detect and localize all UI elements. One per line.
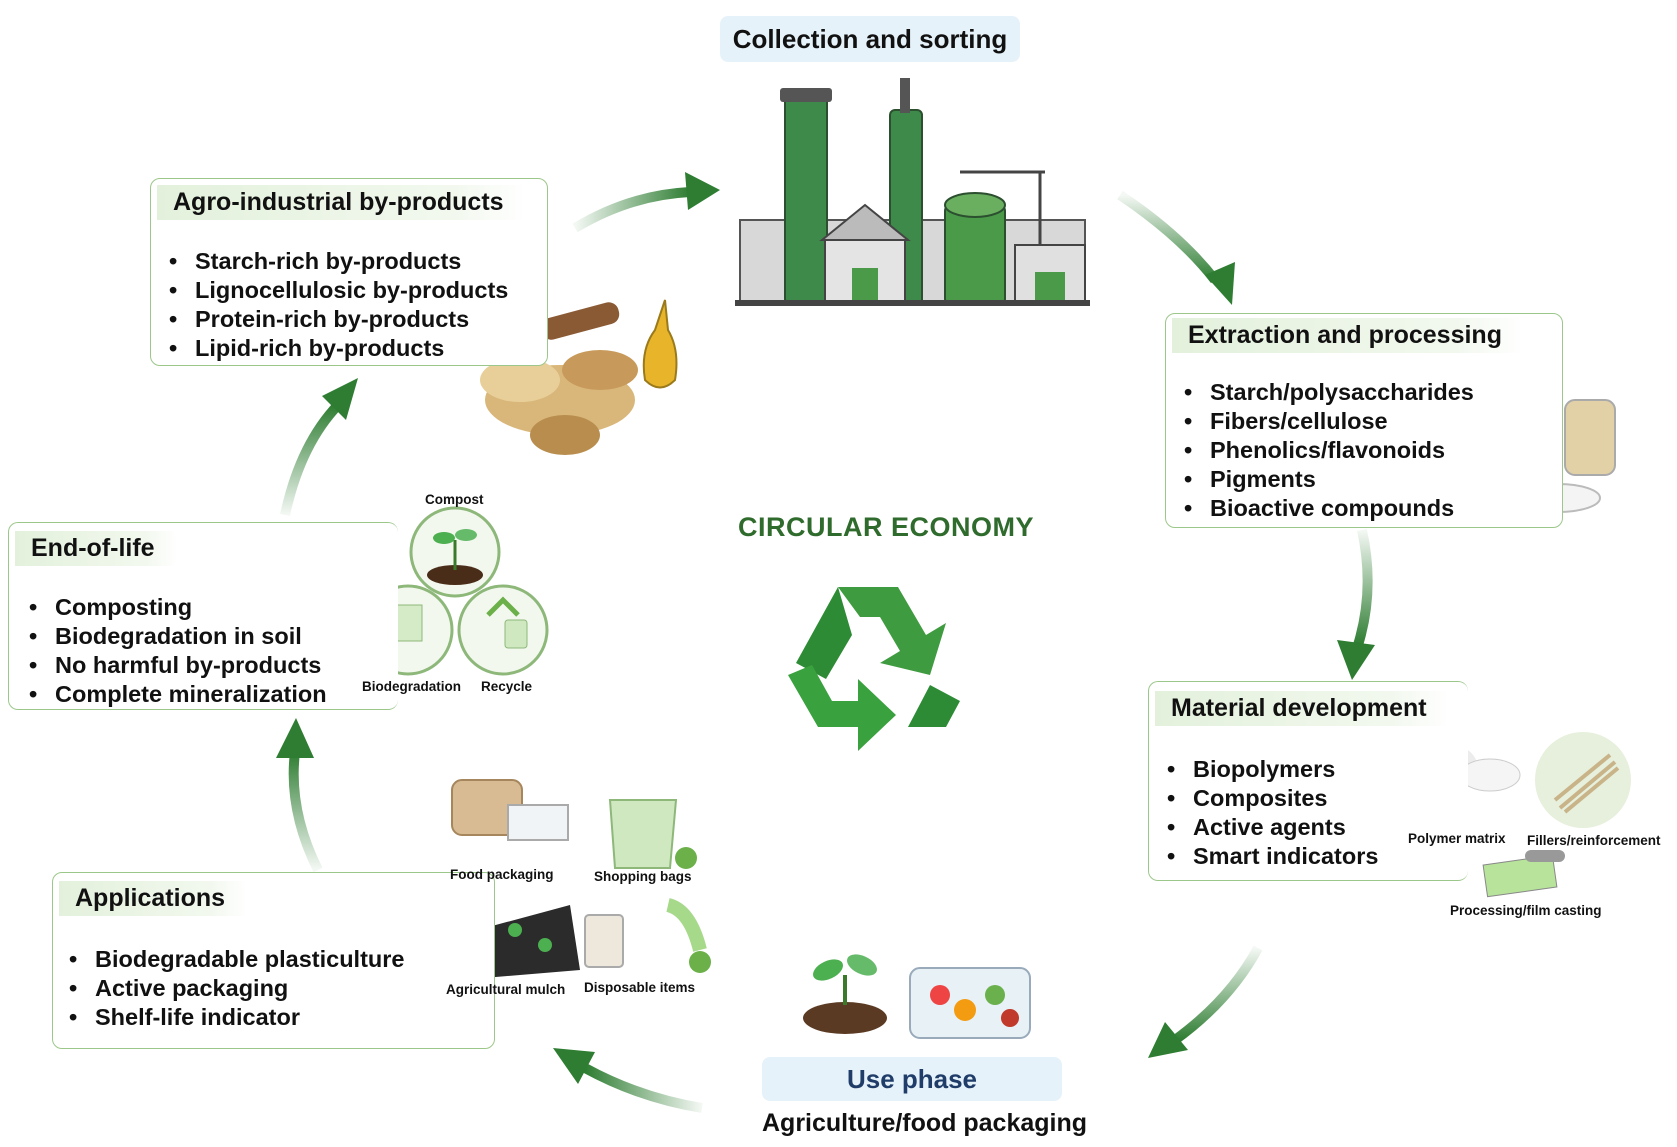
disposable-items-caption: Disposable items — [584, 980, 696, 995]
material-development-list: Biopolymers Composites Active agents Sma… — [1165, 755, 1378, 871]
material-development-title: Material development — [1155, 691, 1449, 726]
agro-byproducts-list: Starch-rich by-products Lignocellulosic … — [167, 247, 508, 363]
arrowhead — [553, 1048, 595, 1084]
arrow-use-to-applications — [582, 1063, 703, 1113]
list-item: Active packaging — [67, 974, 404, 1003]
list-item: Lignocellulosic by-products — [167, 276, 508, 305]
compost-caption: Compost — [425, 492, 484, 507]
list-item: Composites — [1165, 784, 1378, 813]
list-item: Complete mineralization — [27, 680, 327, 709]
arrow-applications-to-eol — [288, 751, 323, 873]
recycle-caption: Recycle — [481, 679, 533, 694]
list-item: Lipid-rich by-products — [167, 334, 508, 363]
extraction-processing-title: Extraction and processing — [1172, 318, 1524, 353]
use-phase-sublabel: Agriculture/food packaging — [762, 1109, 1088, 1137]
applications-title: Applications — [59, 881, 248, 916]
agro-byproducts-title: Agro-industrial by-products — [157, 185, 526, 220]
biodegradation-caption: Biodegradation — [362, 679, 462, 694]
arrowhead — [276, 718, 314, 758]
applications-box: Applications Biodegradable plasticulture… — [52, 872, 495, 1049]
arrowhead — [1205, 262, 1235, 305]
list-item: No harmful by-products — [27, 651, 327, 680]
list-item: Fibers/cellulose — [1182, 407, 1474, 436]
list-item: Biopolymers — [1165, 755, 1378, 784]
list-item: Smart indicators — [1165, 842, 1378, 871]
circular-economy-title: CIRCULAR ECONOMY — [738, 512, 1034, 542]
food-packaging-caption: Food packaging — [450, 867, 554, 882]
factory-icon — [735, 78, 1090, 306]
list-item: Pigments — [1182, 465, 1474, 494]
arrowhead — [1148, 1022, 1188, 1058]
arrow-agro-to-collection — [572, 187, 691, 233]
recycle-icon — [788, 587, 960, 751]
arrow-material-to-use — [1172, 945, 1263, 1045]
list-item: Phenolics/flavonoids — [1182, 436, 1474, 465]
applications-list: Biodegradable plasticulture Active packa… — [67, 945, 404, 1032]
list-item: Starch-rich by-products — [167, 247, 508, 276]
arrow-eol-to-agro — [280, 401, 342, 517]
agro-byproducts-box: Agro-industrial by-products Starch-rich … — [150, 178, 548, 366]
material-development-box: Material development Biopolymers Composi… — [1148, 681, 1468, 881]
arrowhead — [1337, 640, 1375, 680]
arrow-collection-to-extraction — [1117, 190, 1219, 284]
use-phase-label: Use phase — [762, 1057, 1062, 1101]
arrowhead — [685, 172, 720, 210]
collection-sorting-label: Collection and sorting — [720, 16, 1020, 62]
list-item: Starch/polysaccharides — [1182, 378, 1474, 407]
processing-film-casting-caption: Processing/film casting — [1450, 903, 1602, 918]
polymer-matrix-caption: Polymer matrix — [1408, 831, 1506, 846]
arrowhead — [322, 378, 358, 420]
agricultural-mulch-caption: Agricultural mulch — [446, 982, 566, 997]
end-of-life-list: Composting Biodegradation in soil No har… — [27, 593, 327, 709]
agro-byproducts-illustration — [480, 299, 678, 455]
list-item: Biodegradable plasticulture — [67, 945, 404, 974]
use-phase-illustration — [803, 954, 1031, 1039]
fillers-reinforcement-caption: Fillers/reinforcement — [1527, 833, 1661, 848]
list-item: Protein-rich by-products — [167, 305, 508, 334]
end-of-life-box: End-of-life Composting Biodegradation in… — [8, 522, 398, 710]
list-item: Biodegradation in soil — [27, 622, 327, 651]
extraction-processing-box: Extraction and processing Starch/polysac… — [1165, 313, 1563, 528]
list-item: Bioactive compounds — [1182, 494, 1474, 523]
end-of-life-title: End-of-life — [15, 531, 177, 566]
list-item: Active agents — [1165, 813, 1378, 842]
shopping-bags-caption: Shopping bags — [594, 869, 692, 884]
list-item: Composting — [27, 593, 327, 622]
list-item: Shelf-life indicator — [67, 1003, 404, 1032]
extraction-processing-list: Starch/polysaccharides Fibers/cellulose … — [1182, 378, 1474, 523]
arrow-extraction-to-material — [1353, 528, 1373, 647]
